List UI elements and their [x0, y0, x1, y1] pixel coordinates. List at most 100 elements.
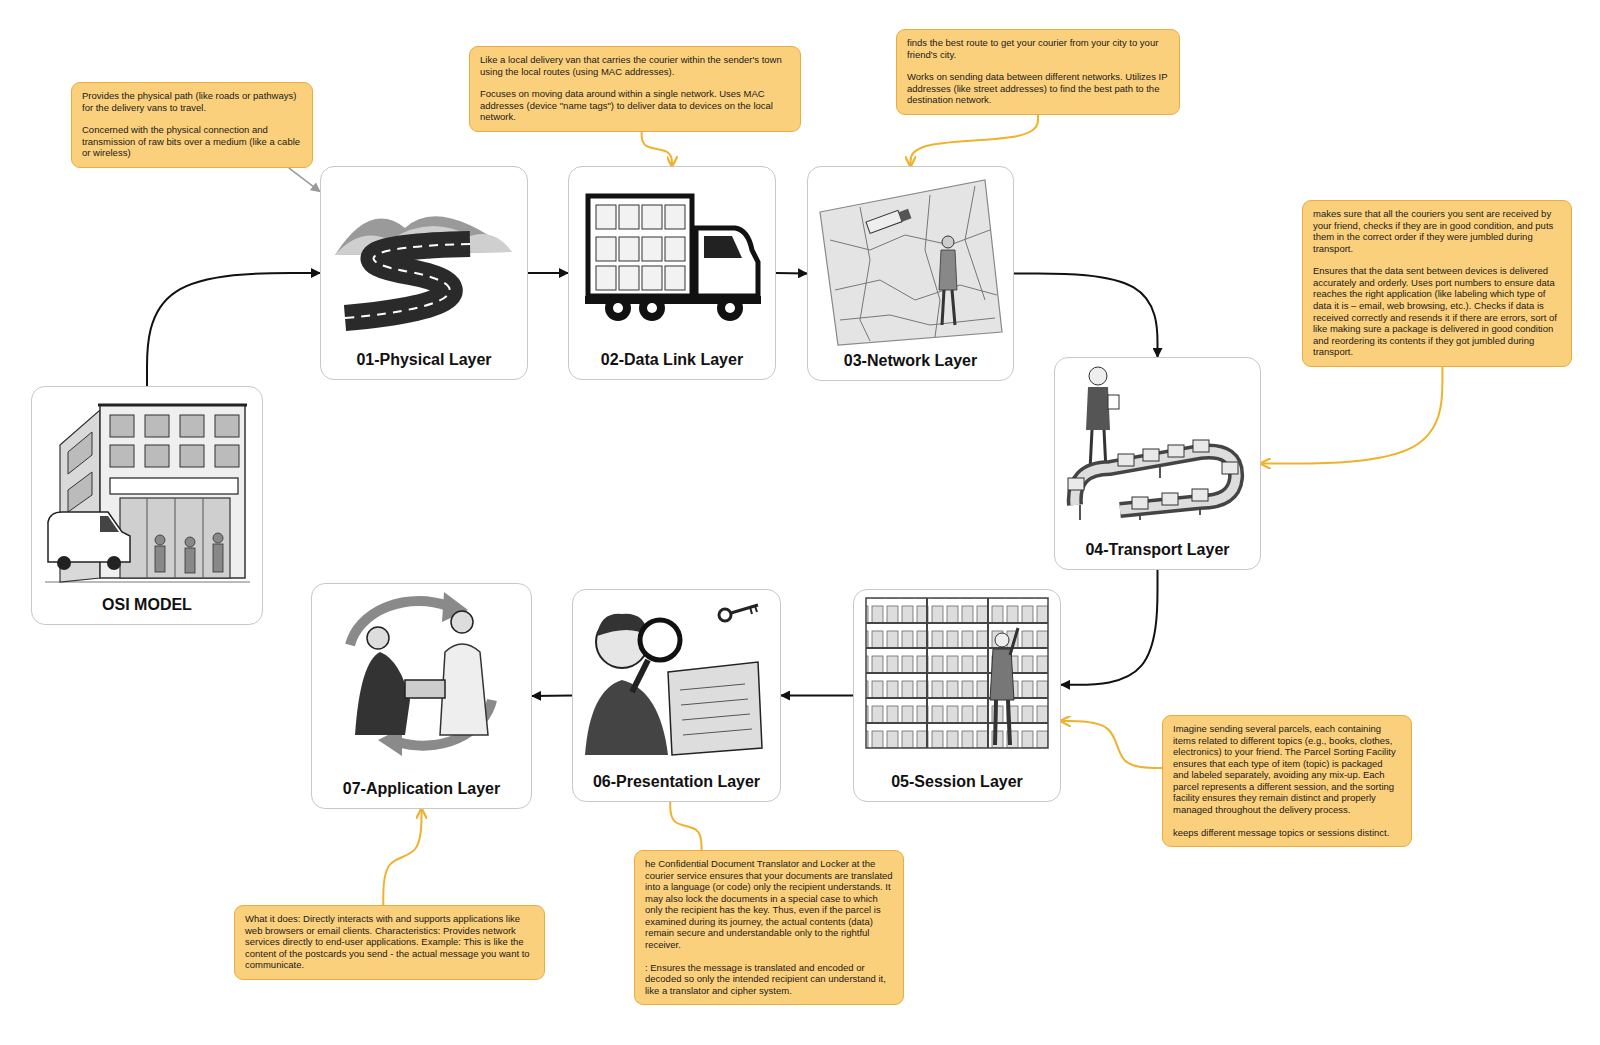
exchange-illustration: [350, 601, 448, 645]
conveyor-illustration: [1086, 387, 1110, 430]
connector-arrow: [528, 272, 568, 274]
inspector-illustration: [682, 714, 750, 720]
callout-text: Works on sending data between different …: [907, 71, 1169, 106]
truck-illustration: [696, 228, 758, 296]
road-illustration: [345, 244, 470, 318]
layer-box: 03-Network Layer: [807, 166, 1014, 381]
connector-arrow: [642, 132, 672, 166]
layer-title: OSI MODEL: [102, 596, 192, 614]
conveyor-illustration: [1089, 367, 1107, 385]
conveyor-illustration: [1162, 493, 1178, 505]
inspector-illustration: [719, 609, 731, 621]
conveyor-illustration: [1068, 478, 1084, 490]
exchange-illustration: [355, 652, 410, 735]
road-illustration: [345, 244, 470, 318]
layer-title: 07-Application Layer: [343, 780, 500, 798]
callout-note: Like a local delivery van that carries t…: [469, 46, 801, 132]
courier-office-illustration: [100, 516, 119, 532]
callout-text: What it does: Directly interacts with an…: [245, 913, 534, 971]
callout-note: What it does: Directly interacts with an…: [234, 905, 545, 980]
layer-title: 02-Data Link Layer: [601, 351, 743, 369]
truck-illustration: [639, 295, 665, 321]
shelves-illustration: [866, 622, 1048, 624]
truck-illustration: [588, 196, 692, 296]
exchange-illustration: [451, 611, 473, 633]
inspector-illustration: [640, 620, 680, 660]
courier-office-illustration: [175, 498, 176, 578]
map-illustration: [820, 180, 1002, 345]
courier-office-illustration: [180, 415, 204, 437]
map-illustration: [925, 195, 940, 337]
exchange-illustration: [350, 592, 492, 756]
shelves-illustration: [866, 598, 1048, 748]
connector-arrow: [911, 115, 1039, 166]
courier-office-illustration: [110, 478, 238, 494]
shelves-illustration: [995, 700, 996, 745]
inspector-illustration: [632, 660, 648, 692]
connectors: [147, 115, 1442, 905]
truck-illustration: [665, 266, 685, 290]
road-illustration: [335, 216, 512, 318]
courier-office-illustration: [45, 582, 250, 583]
truck-illustration: [605, 295, 631, 321]
callout-text: Concerned with the physical connection a…: [82, 124, 302, 159]
callout-text: Imagine sending several parcels, each co…: [1173, 723, 1401, 816]
connector-arrow: [147, 273, 320, 386]
courier-office-illustration: [145, 415, 169, 437]
courier-office-illustration: [48, 512, 130, 562]
truck-illustration: [665, 237, 685, 261]
courier-office-illustration: [215, 445, 239, 467]
callout-text: makes sure that all the couriers you sen…: [1313, 208, 1561, 254]
shelves-illustration: [1008, 700, 1010, 745]
courier-office-illustration: [98, 404, 247, 407]
inspector-illustration: [585, 605, 762, 755]
courier-office-illustration: [155, 533, 223, 573]
inspector-illustration: [681, 699, 748, 705]
inspector-illustration: [585, 680, 668, 755]
courier-office-illustration: [147, 498, 148, 578]
connector-arrow: [1014, 274, 1158, 358]
map-illustration: [820, 180, 1002, 345]
map-illustration: [899, 209, 912, 222]
courier-office-illustration: [185, 548, 195, 573]
map-illustration: [840, 315, 995, 325]
courier-office-illustration: [45, 405, 250, 582]
callout-text: Ensures that the data sent between devic…: [1313, 265, 1561, 358]
connector-arrow: [1061, 721, 1162, 768]
conveyor-illustration: [1079, 505, 1081, 520]
map-illustration: [939, 250, 957, 290]
layer-box: 02-Data Link Layer: [568, 166, 776, 380]
truck-illustration: [585, 196, 761, 321]
map-illustration: [866, 207, 911, 233]
courier-office-illustration: [68, 432, 92, 474]
truck-illustration: [596, 205, 616, 229]
layer-box: 01-Physical Layer: [320, 166, 528, 380]
truck-illustration: [596, 205, 685, 290]
conveyor-illustration: [1068, 440, 1238, 509]
truck-illustration: [642, 266, 662, 290]
inspector-illustration: [668, 662, 762, 755]
callout-text: Focuses on moving data around within a s…: [480, 88, 790, 123]
shelves-illustration: [866, 672, 1048, 674]
map-illustration: [942, 290, 944, 325]
courier-office-illustration: [145, 445, 169, 467]
connector-arrow: [289, 168, 320, 192]
layer-title: 06-Presentation Layer: [593, 773, 760, 791]
inspector-illustration: [680, 684, 752, 735]
callout-note: makes sure that all the couriers you sen…: [1302, 200, 1572, 367]
truck-illustration: [717, 295, 743, 321]
truck-illustration: [665, 205, 685, 229]
connector-arrow: [670, 802, 701, 850]
layer-box: 05-Session Layer: [853, 589, 1061, 802]
connector-arrow: [532, 695, 572, 698]
conveyor-illustration: [1192, 489, 1208, 501]
callout-text: Provides the physical path (like roads o…: [82, 90, 302, 113]
connector-arrow: [776, 272, 807, 275]
map-illustration: [830, 186, 997, 341]
inspector-illustration: [731, 605, 758, 613]
shelves-illustration: [866, 722, 1048, 724]
courier-office-illustration: [68, 472, 92, 512]
conveyor-illustration: [1168, 445, 1184, 457]
shelves-illustration: [926, 598, 928, 748]
layer-title: 04-Transport Layer: [1085, 541, 1229, 559]
